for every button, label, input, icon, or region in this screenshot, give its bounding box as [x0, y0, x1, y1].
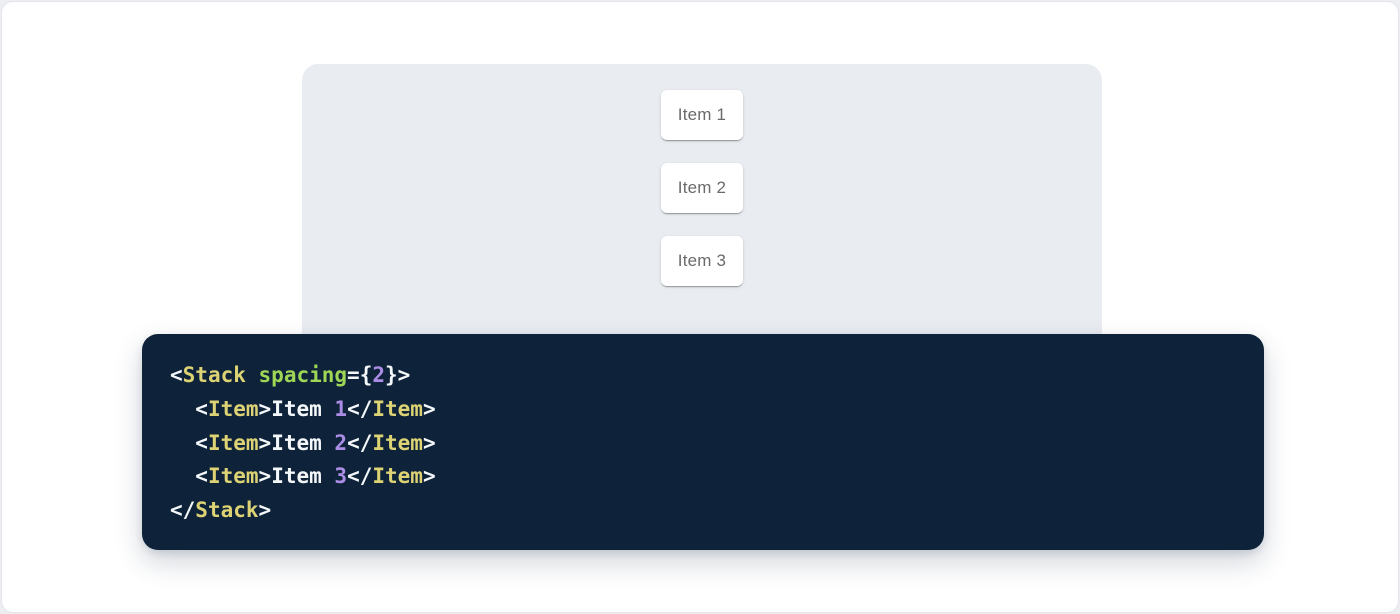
stack-item: Item 2 — [661, 163, 743, 213]
stack-item: Item 3 — [661, 236, 743, 286]
stack-item-label: Item 2 — [677, 178, 727, 197]
stack-demo-panel: Item 1 Item 2 Item 3 — [302, 64, 1102, 365]
code-content: <Stack spacing={2}> <Item>Item 1</Item> … — [170, 363, 436, 523]
stack-item-label: Item 1 — [677, 105, 727, 124]
code-block: <Stack spacing={2}> <Item>Item 1</Item> … — [142, 334, 1264, 550]
stack-item-label: Item 3 — [677, 251, 727, 270]
stack-item: Item 1 — [661, 90, 743, 140]
